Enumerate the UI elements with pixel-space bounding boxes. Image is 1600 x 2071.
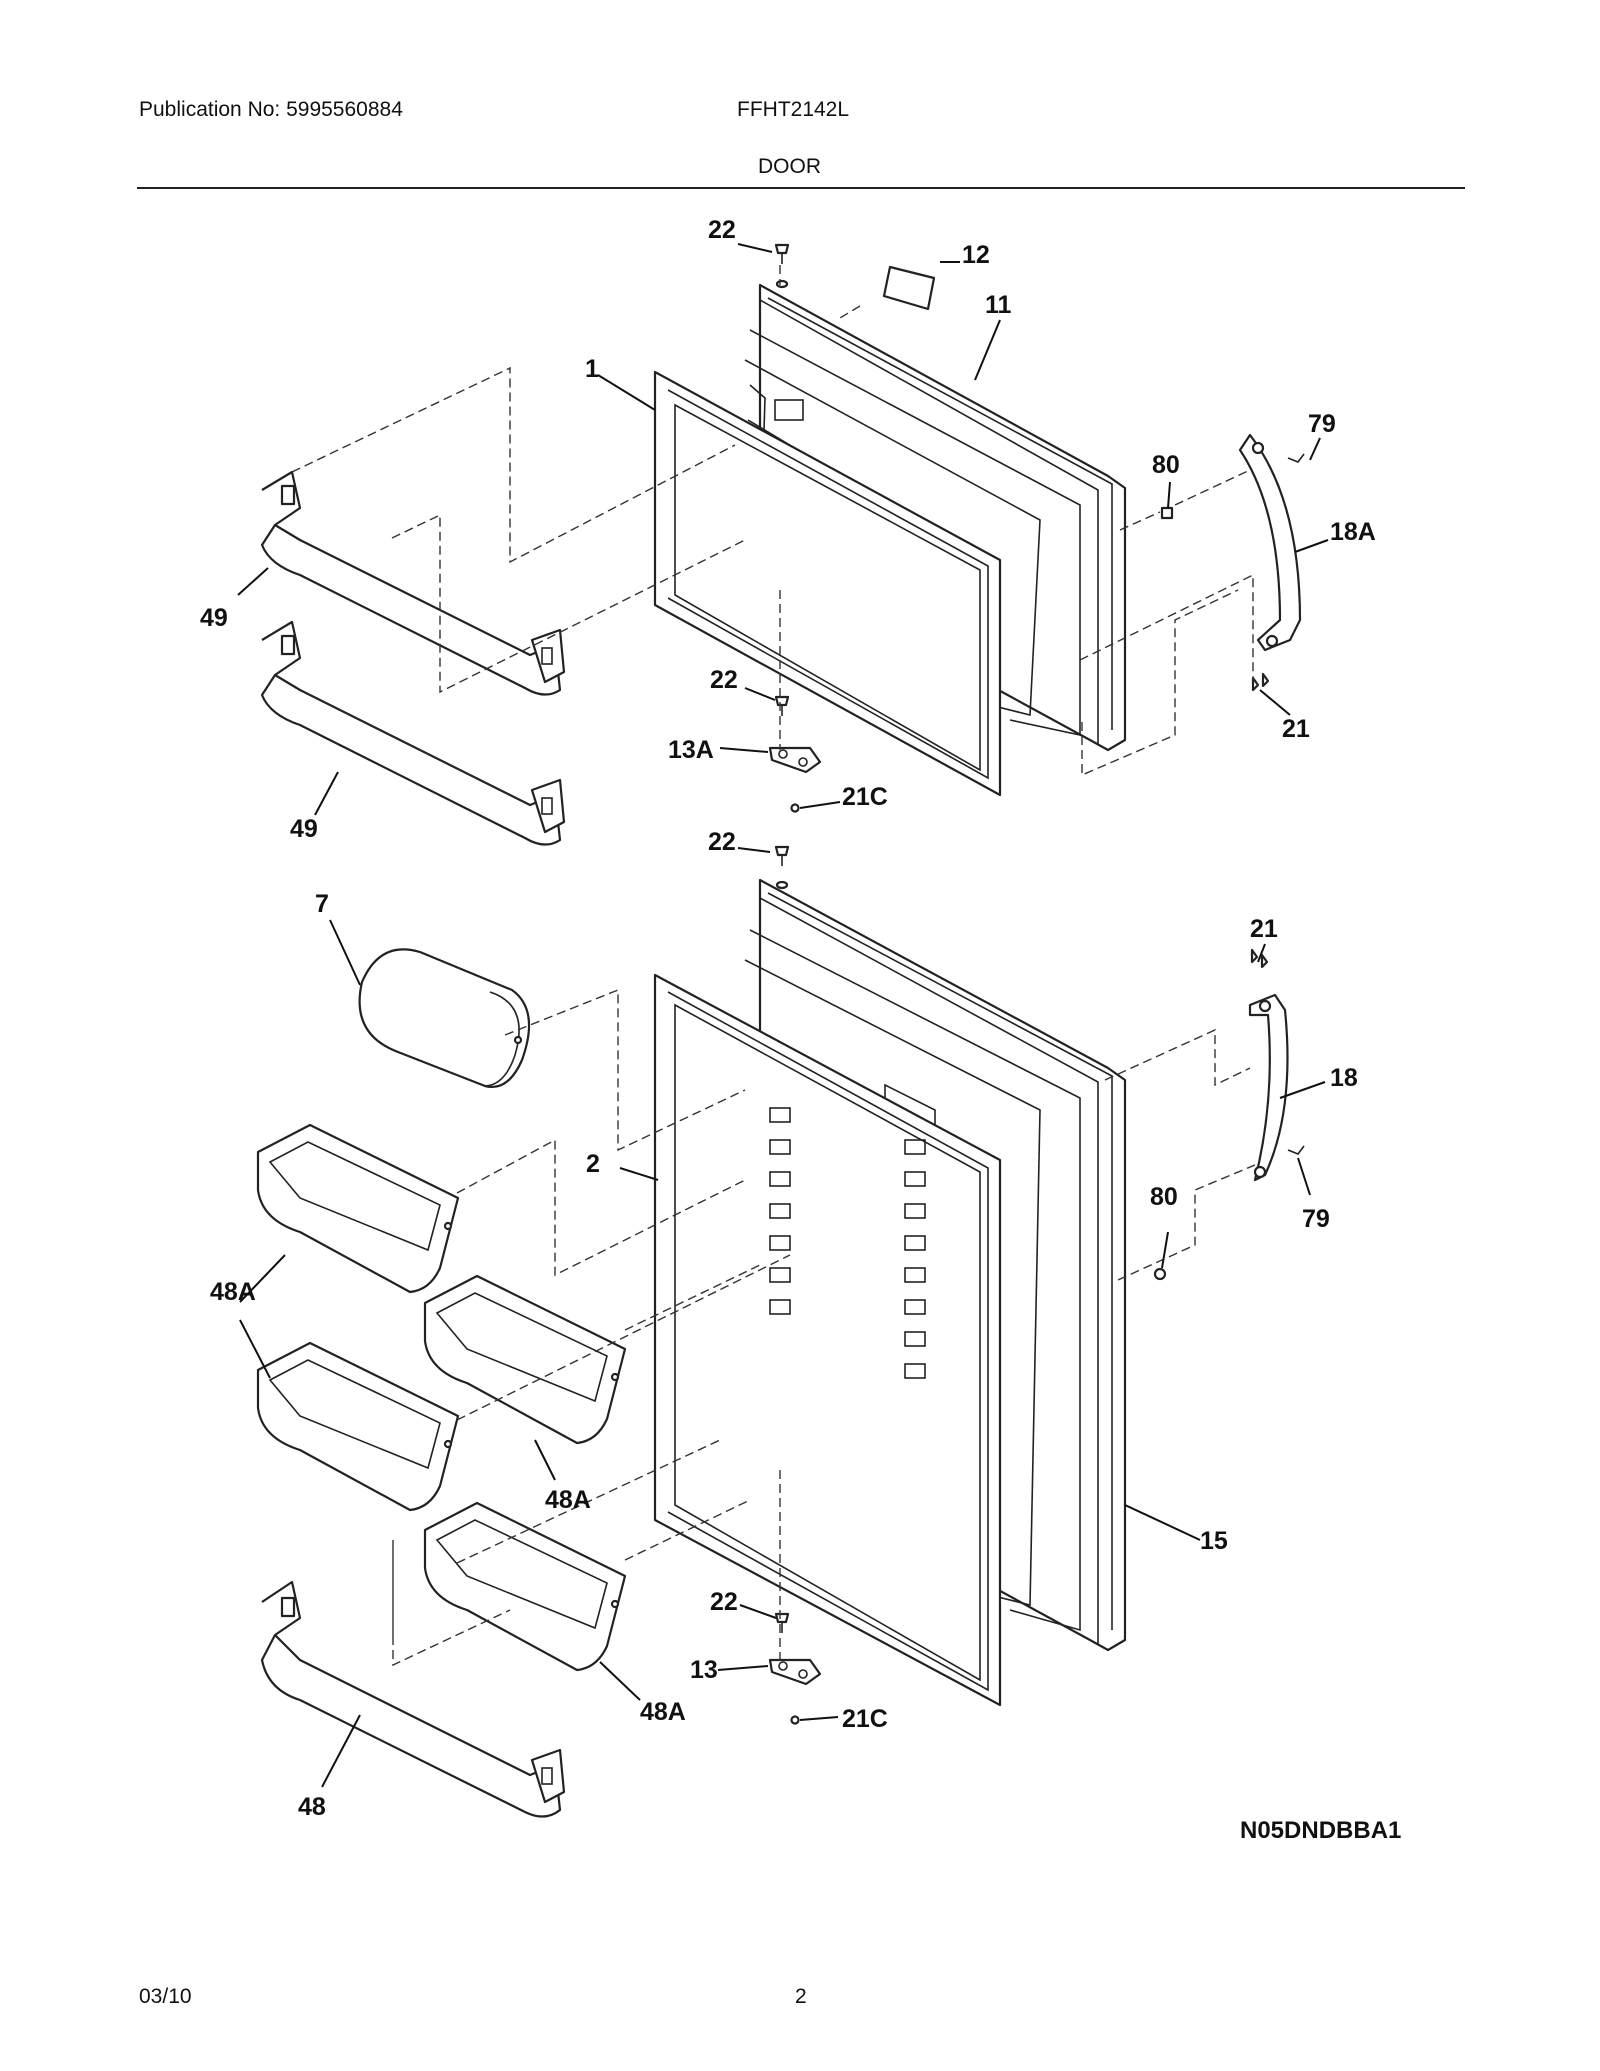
callout-21-upper: 21: [1282, 715, 1310, 743]
hinge-13a: [768, 746, 822, 774]
handle-18: [1248, 993, 1289, 1182]
handle-18a: [1238, 433, 1302, 652]
callout-22-lower-hinge: 22: [710, 1588, 738, 1616]
callout-21-lower: 21: [1250, 915, 1278, 943]
screw-22-upper-hinge: [774, 695, 790, 716]
fresh-food-door-gasket-2: [653, 973, 1002, 1707]
screw-79-lower: [1287, 1145, 1305, 1155]
callout-48a-bottom: 48A: [640, 1698, 686, 1726]
callout-49-upper: 49: [200, 604, 228, 632]
screws-21-upper: [1251, 672, 1270, 692]
callout-48a-middle: 48A: [545, 1486, 591, 1514]
door-shelf-48: [260, 1580, 566, 1818]
door-bin-bosses-left: [769, 1107, 791, 1315]
screw-22-lower-hinge: [774, 1612, 790, 1633]
screw-22-top: [774, 243, 790, 289]
publication-number: Publication No: 5995560884: [139, 98, 403, 121]
screw-21c-upper: [790, 803, 800, 813]
callout-22-upper-hinge: 22: [710, 666, 738, 694]
plug-80-lower: [1153, 1267, 1167, 1281]
door-bin-48a-lower-left: [256, 1341, 460, 1512]
callout-7: 7: [315, 890, 329, 918]
door-bin-48a-bottom: [423, 1501, 627, 1672]
callout-13a: 13A: [668, 736, 714, 764]
callout-80-lower: 80: [1150, 1183, 1178, 1211]
callout-11: 11: [985, 291, 1012, 319]
screw-79-upper: [1287, 453, 1305, 463]
section-title: DOOR: [758, 155, 821, 178]
callout-21c-upper: 21C: [842, 783, 888, 811]
freezer-shelf-49-upper: [260, 470, 566, 696]
plug-80-upper: [1160, 506, 1174, 520]
footer-page: 2: [795, 1985, 807, 2008]
hinge-13: [768, 1658, 822, 1686]
callout-1: 1: [585, 355, 599, 383]
freezer-shelf-49-lower: [260, 620, 566, 846]
callout-49-lower: 49: [290, 815, 318, 843]
freezer-door-gasket-1: [653, 370, 1002, 797]
screws-21-lower: [1250, 948, 1269, 969]
screw-21c-lower: [790, 1715, 800, 1725]
callout-21c-lower: 21C: [842, 1705, 888, 1733]
callout-79-lower: 79: [1302, 1205, 1330, 1233]
callout-80-upper: 80: [1152, 451, 1180, 479]
callout-13: 13: [690, 1656, 718, 1684]
callout-15: 15: [1200, 1527, 1228, 1555]
dairy-cover-7: [358, 948, 531, 1089]
callout-48: 48: [298, 1793, 326, 1821]
callout-22-top: 22: [708, 216, 736, 244]
door-bin-bosses-right: [904, 1139, 926, 1379]
trim-part-12: [882, 265, 936, 311]
callout-22-lower-top: 22: [708, 828, 736, 856]
callout-2: 2: [586, 1150, 600, 1178]
callout-18: 18: [1330, 1064, 1358, 1092]
callout-18a: 18A: [1330, 518, 1376, 546]
model-number: FFHT2142L: [737, 98, 850, 121]
door-bin-48a-top-left: [256, 1123, 460, 1294]
callout-12: 12: [962, 241, 990, 269]
door-bin-48a-middle: [423, 1274, 627, 1445]
callout-79-upper: 79: [1308, 410, 1336, 438]
footer-date: 03/10: [139, 1985, 192, 2008]
diagram-code: N05DNDBBA1: [1240, 1817, 1401, 1844]
screw-22-lower-top: [774, 845, 790, 890]
callout-48a-left: 48A: [210, 1278, 256, 1306]
header-rule: [137, 187, 1465, 189]
